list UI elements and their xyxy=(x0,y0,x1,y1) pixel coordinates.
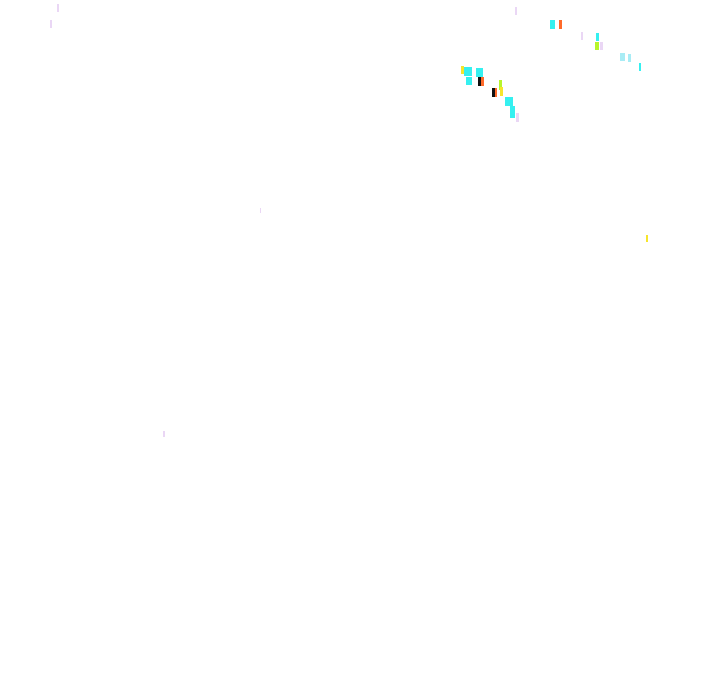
yellow-tick-2 xyxy=(500,87,503,96)
orange-tick-3 xyxy=(495,88,497,97)
black-tick-1 xyxy=(478,77,481,86)
cyan-tick-2 xyxy=(596,33,599,41)
lime-tick-2 xyxy=(499,80,502,90)
lavender-tick-3 xyxy=(515,7,517,15)
lavender-tick-4 xyxy=(581,32,583,40)
cyan-tick-1 xyxy=(550,20,555,29)
yellow-tick-3 xyxy=(646,235,648,242)
light-cyan-tick-1 xyxy=(620,53,625,61)
cyan-tick-8 xyxy=(510,106,515,118)
lavender-tick-2 xyxy=(50,20,52,28)
orange-tick-2 xyxy=(481,77,484,86)
black-tick-2 xyxy=(492,88,495,97)
yellow-tick-1 xyxy=(461,66,464,74)
orange-tick-1 xyxy=(559,20,562,29)
cyan-tick-3 xyxy=(639,63,641,71)
cyan-tick-7 xyxy=(505,97,513,106)
lime-tick-1 xyxy=(595,42,599,50)
cyan-tick-6 xyxy=(466,77,472,85)
lavender-tick-7 xyxy=(260,208,261,213)
light-cyan-tick-2 xyxy=(628,54,631,62)
lavender-tick-1 xyxy=(57,4,59,12)
lavender-tick-6 xyxy=(516,113,519,122)
cyan-tick-4 xyxy=(464,67,472,76)
cyan-tick-5 xyxy=(476,68,483,77)
lavender-tick-8 xyxy=(163,431,165,437)
lavender-tick-5 xyxy=(600,42,603,50)
